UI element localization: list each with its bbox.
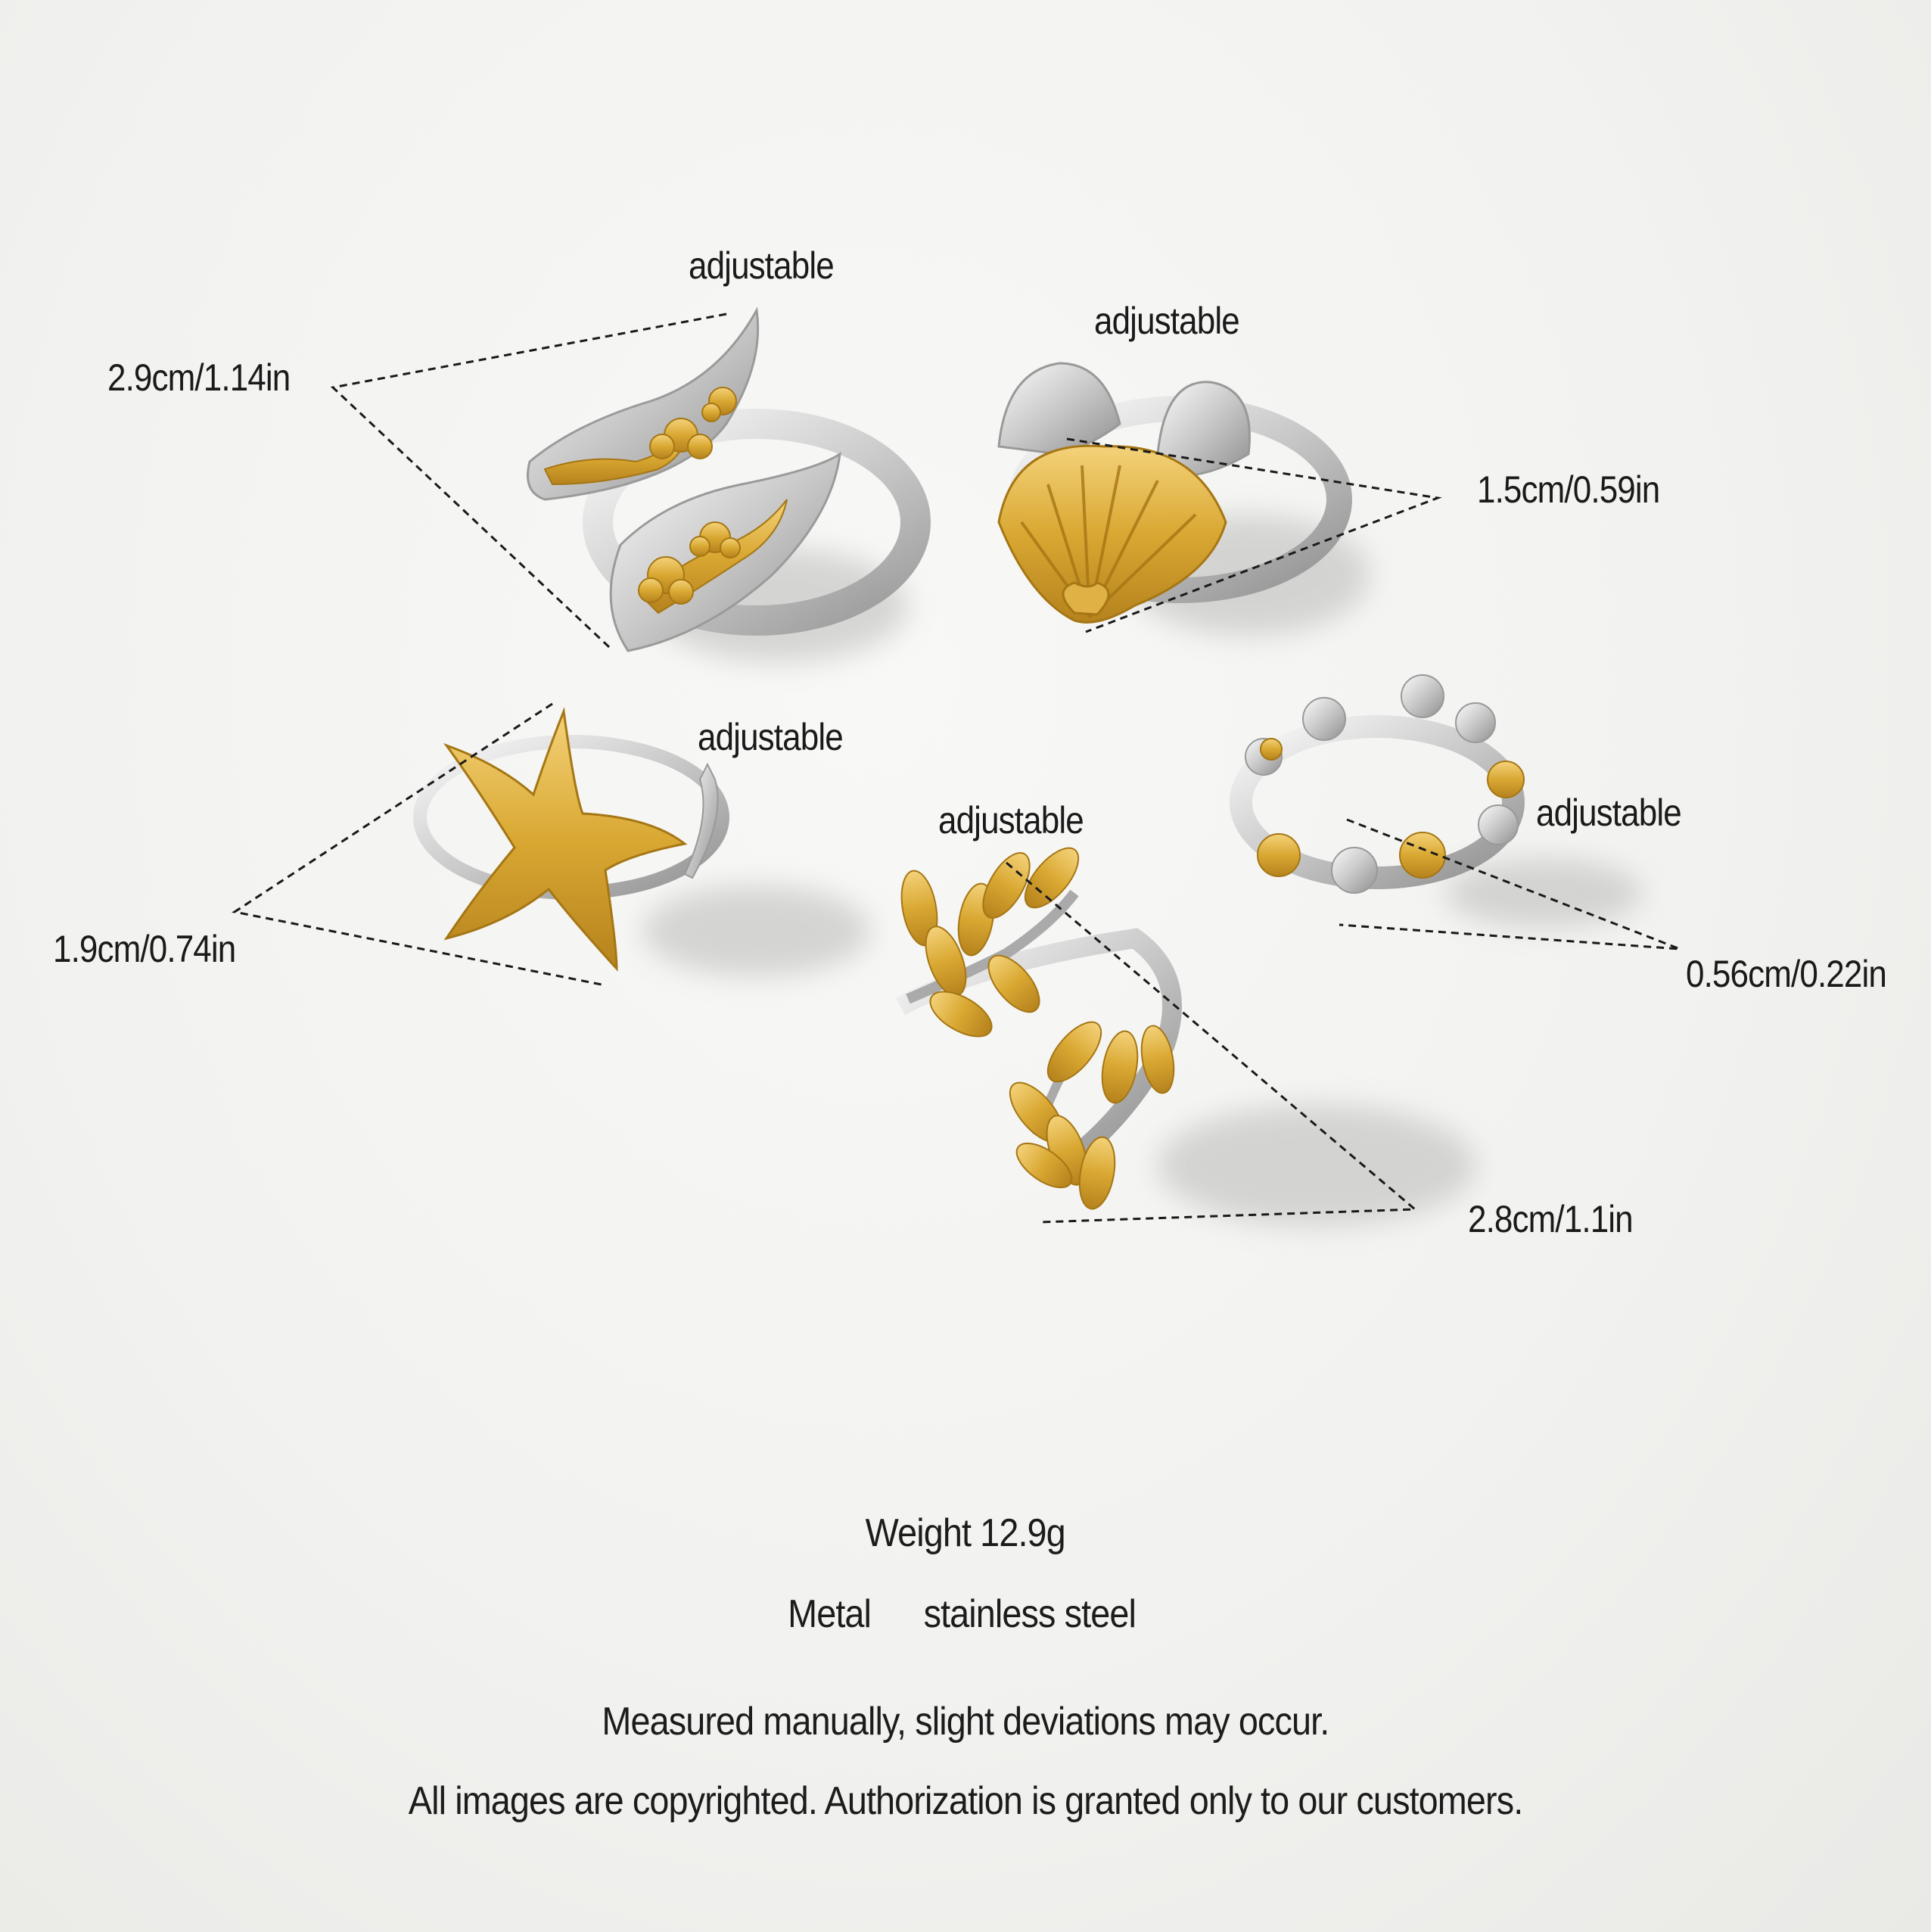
dimension-label-leaf: 2.8cm/1.1in (1468, 1198, 1634, 1240)
dimension-label-starfish: 1.9cm/0.74in (53, 928, 236, 970)
measurement-lines (232, 313, 1681, 1224)
adjustable-label-shell: adjustable (1094, 300, 1240, 342)
starfish-ring (413, 707, 729, 972)
flower-band-ring (1230, 674, 1525, 894)
weight-text: Weight 12.9g (865, 1511, 1066, 1555)
copyright-notice: All images are copyrighted. Authorizatio… (408, 1779, 1523, 1823)
shell-ring (997, 362, 1352, 624)
adjustable-label-swirl: adjustable (689, 244, 835, 287)
dimension-label-flower: 0.56cm/0.22in (1686, 953, 1887, 995)
leaf-branch-ring (895, 847, 1182, 1210)
measurement-note: Measured manually, slight deviations may… (602, 1700, 1330, 1744)
metal-value: stainless steel (923, 1592, 1137, 1636)
metal-label: Metal (788, 1592, 872, 1636)
swirl-flower-ring (527, 306, 931, 652)
adjustable-label-starfish: adjustable (698, 716, 844, 758)
adjustable-label-flower: adjustable (1536, 792, 1682, 834)
adjustable-label-leaf: adjustable (938, 799, 1084, 842)
dimension-label-swirl: 2.9cm/1.14in (107, 356, 291, 399)
dimension-label-shell: 1.5cm/0.59in (1477, 468, 1660, 511)
metal-text: Metal stainless steel (0, 1591, 1931, 1637)
